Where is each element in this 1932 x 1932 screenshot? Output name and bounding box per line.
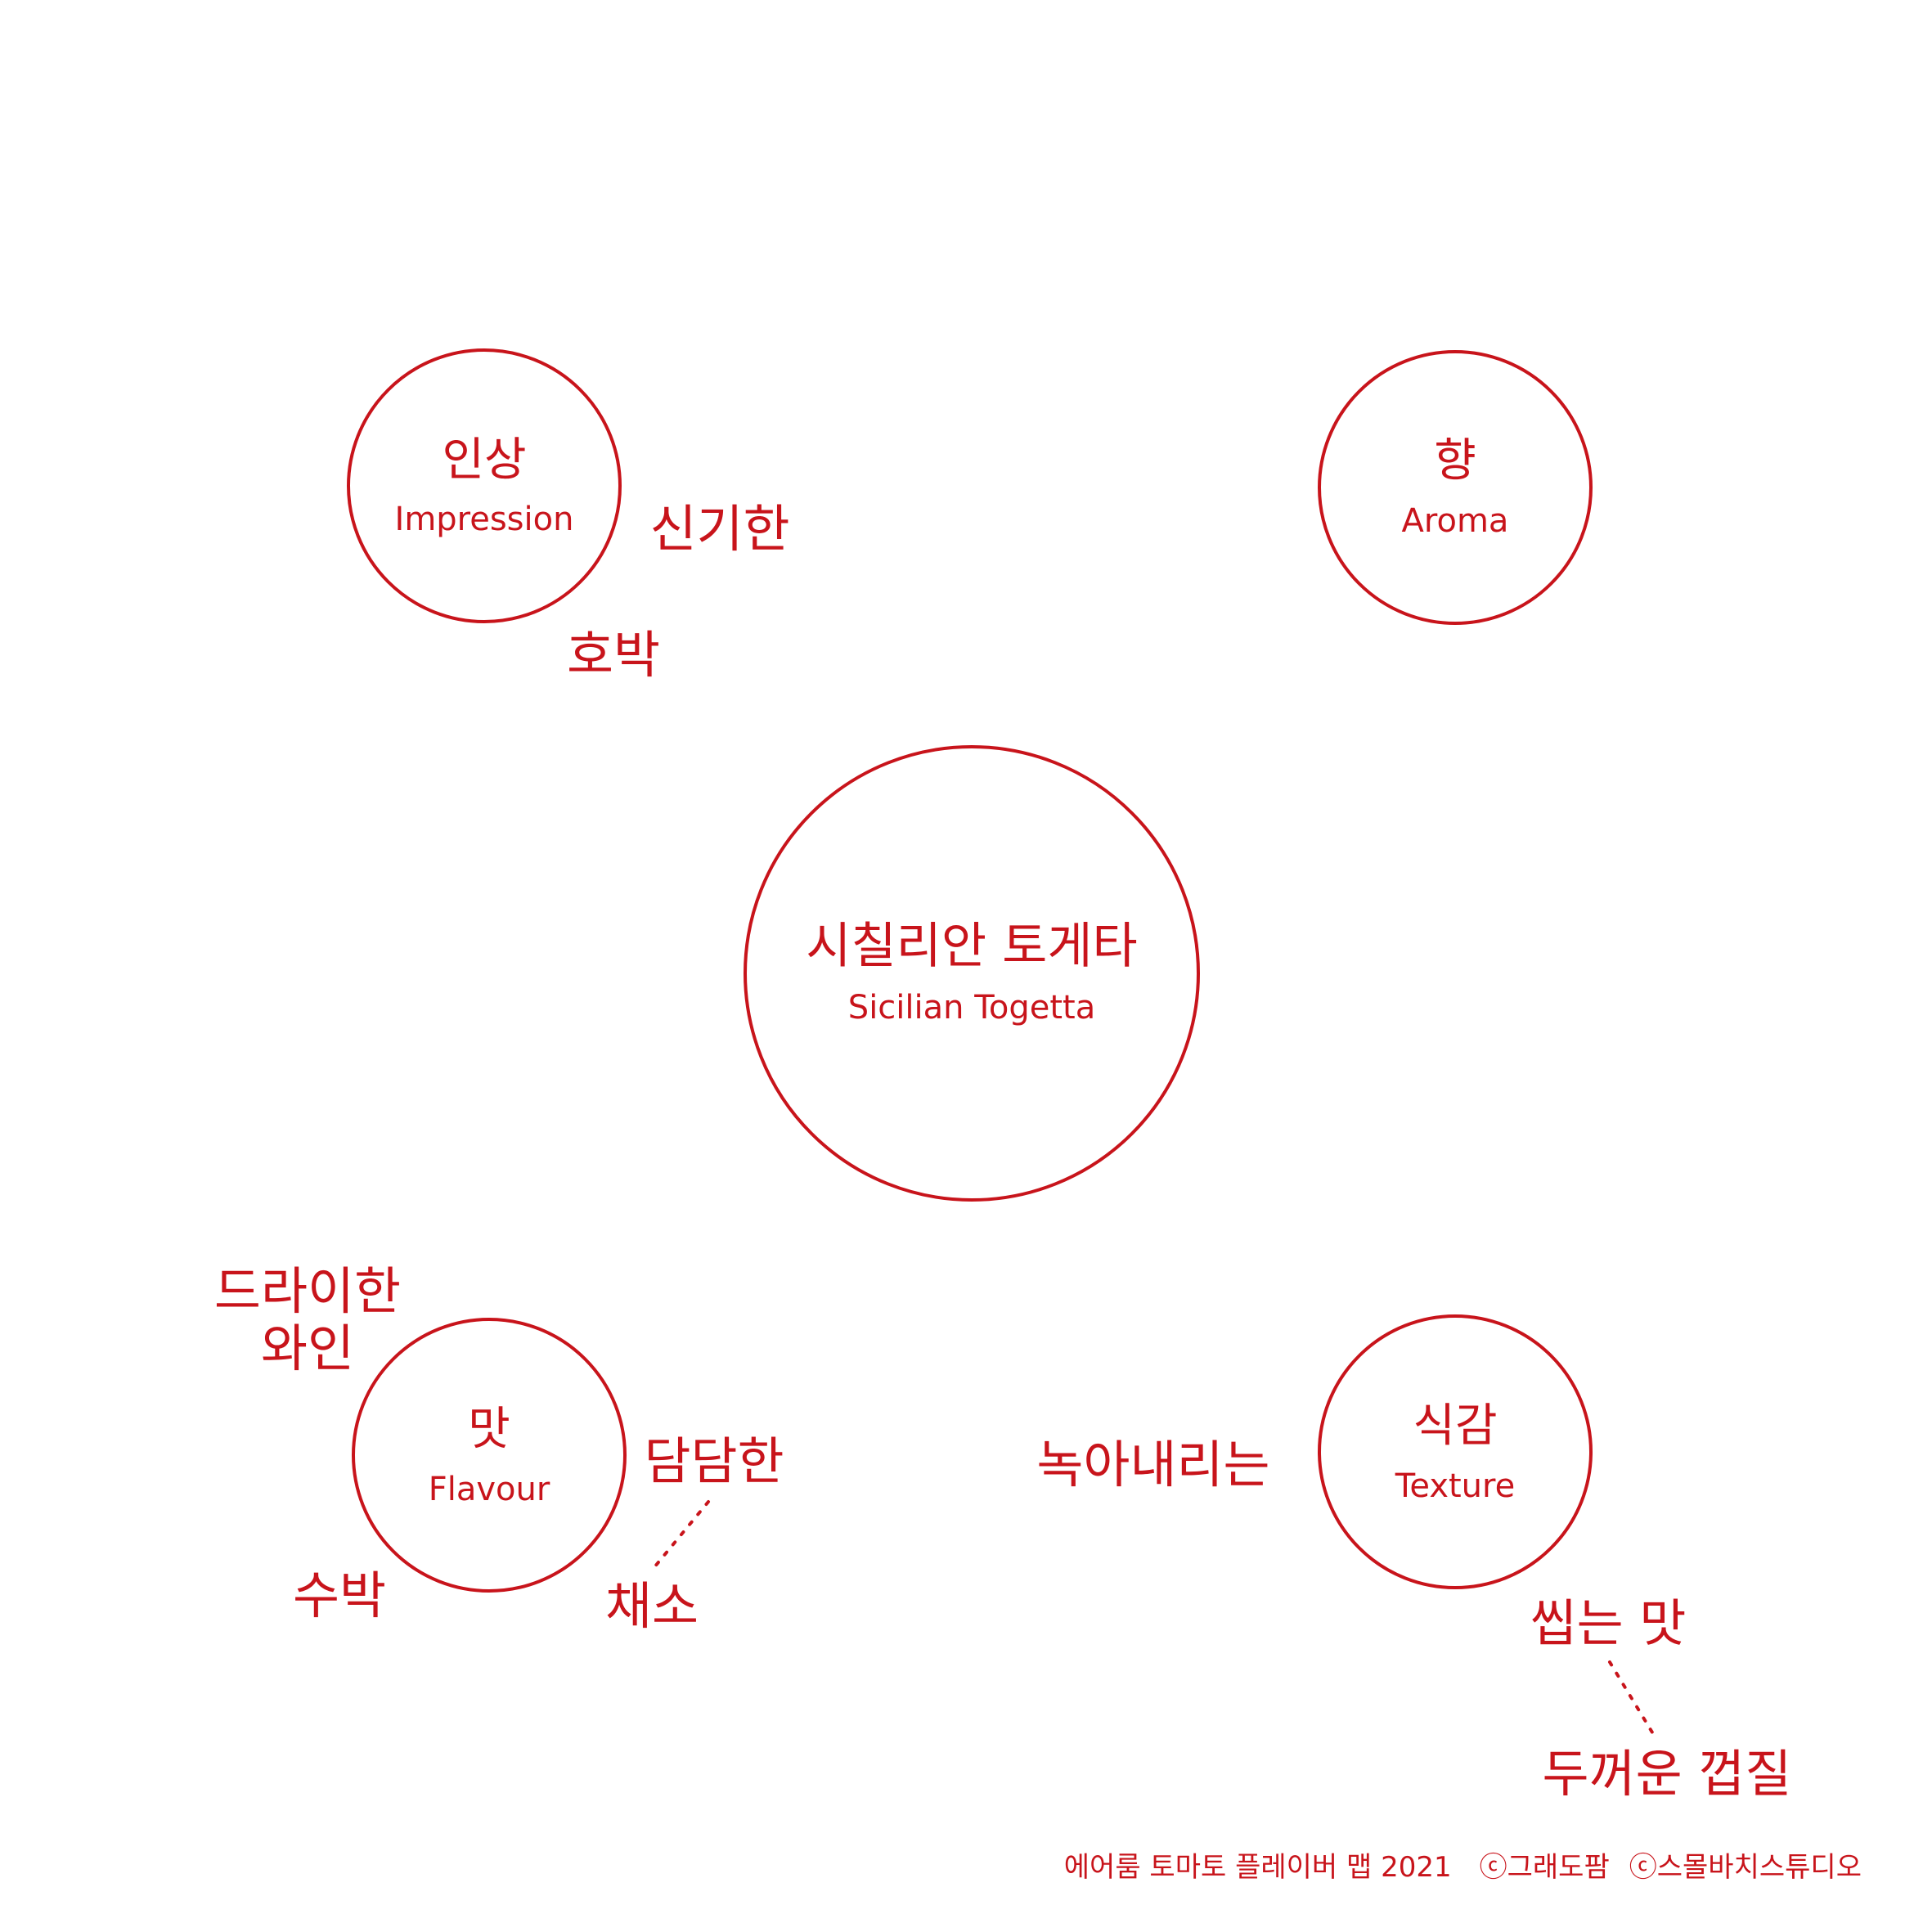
- footer-title: 에어룸 토마토 플레이버 맵 2021: [1064, 1851, 1452, 1884]
- aroma-circle: [1318, 350, 1593, 625]
- center-title-ko: 시칠리안 토게타: [806, 918, 1137, 975]
- center-circle: [744, 745, 1200, 1202]
- word-flavour-4: 수박: [293, 1566, 386, 1625]
- impression-title-ko: 인상: [442, 434, 526, 487]
- flavour-title-en: Flavour: [429, 1471, 550, 1508]
- connector-texture: [1608, 1660, 1654, 1734]
- word-texture-2: 씹는 맛: [1530, 1593, 1687, 1653]
- impression-title-en: Impression: [395, 501, 574, 538]
- texture-title-ko: 식감: [1413, 1400, 1497, 1453]
- aroma-title-en: Aroma: [1402, 502, 1509, 540]
- flavour-title-ko: 맛: [468, 1403, 510, 1456]
- word-flavour-1b: 와인: [261, 1319, 354, 1378]
- word-texture-3: 두꺼운 껍질: [1543, 1744, 1792, 1804]
- texture-circle: [1318, 1314, 1593, 1589]
- impression-circle: [347, 348, 622, 623]
- word-flavour-3: 채소: [605, 1576, 699, 1636]
- word-impression-1: 신기한: [649, 499, 789, 559]
- word-flavour-1a: 드라이한: [214, 1261, 401, 1321]
- center-title-en: Sicilian Togetta: [848, 989, 1095, 1027]
- word-impression-2: 호박: [567, 625, 660, 685]
- footer-credit-2: ⓒ스몰바치스튜디오: [1629, 1851, 1862, 1884]
- footer-credit-1: ⓒ그래도팜: [1480, 1851, 1610, 1884]
- aroma-title-ko: 향: [1434, 434, 1476, 487]
- footer-text: 에어룸 토마토 플레이버 맵 2021 ⓒ그래도팜 ⓒ스몰바치스튜디오: [1064, 1851, 1862, 1884]
- texture-title-en: Texture: [1395, 1467, 1515, 1505]
- word-texture-1: 녹아내리는: [1036, 1435, 1269, 1494]
- word-flavour-2: 담담한: [644, 1431, 784, 1491]
- connector-flavour: [653, 1500, 710, 1569]
- flavour-circle: [352, 1318, 627, 1593]
